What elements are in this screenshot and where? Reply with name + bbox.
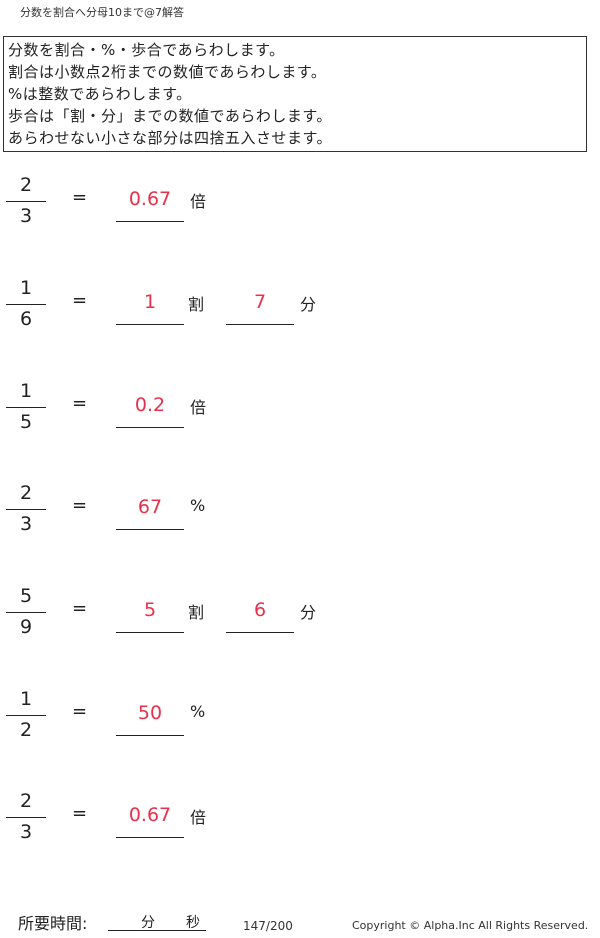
answer-line [116, 529, 184, 530]
worksheet-title: 分数を割合へ分母10まで@7解答 [20, 6, 184, 19]
instruction-line: あらわせない小さな部分は四捨五入させます。 [8, 129, 333, 147]
unit-label: 割 [188, 603, 205, 622]
time-taken-line [108, 930, 206, 931]
equals-sign: = [72, 495, 88, 516]
answer-line [116, 837, 184, 838]
problem-7: 2 3 = 0.67 倍 [0, 789, 600, 869]
equals-sign: = [72, 187, 88, 208]
answer-value: 5 [143, 599, 157, 621]
numerator: 2 [19, 482, 33, 504]
unit-label: 分 [300, 603, 317, 622]
answer-value: 6 [253, 599, 267, 621]
answer-value: 7 [253, 291, 267, 313]
answer-line [226, 324, 294, 325]
answer-value: 0.2 [134, 394, 166, 416]
answer-line [116, 632, 184, 633]
answer-value: 67 [137, 496, 163, 518]
instructions-box: 分数を割合・%・歩合であらわします。 割合は小数点2桁までの数値であらわします。… [3, 36, 587, 152]
problem-4: 2 3 = 67 % [0, 481, 600, 561]
problem-1: 2 3 = 0.67 倍 [0, 173, 600, 253]
fraction-bar [6, 304, 46, 305]
numerator: 1 [19, 277, 33, 299]
answer-value: 1 [143, 291, 157, 313]
instruction-line: 歩合は「割・分」までの数値であらわします。 [8, 107, 332, 125]
fraction-bar [6, 509, 46, 510]
numerator: 1 [19, 688, 33, 710]
equals-sign: = [72, 701, 88, 722]
numerator: 2 [19, 790, 33, 812]
unit-label: 倍 [190, 398, 207, 417]
answer-value: 50 [137, 702, 163, 724]
fraction-bar [6, 715, 46, 716]
fraction-bar [6, 817, 46, 818]
instruction-line: %は整数であらわします。 [8, 85, 192, 103]
answer-line [116, 427, 184, 428]
minutes-label: 分 [141, 915, 155, 931]
fraction-bar [6, 407, 46, 408]
denominator: 9 [19, 616, 33, 638]
unit-label: % [190, 496, 206, 515]
instruction-line: 分数を割合・%・歩合であらわします。 [8, 41, 285, 59]
unit-label: 倍 [190, 808, 207, 827]
denominator: 3 [19, 205, 33, 227]
unit-label: 分 [300, 295, 317, 314]
time-taken-label: 所要時間: [18, 914, 88, 933]
answer-line [116, 221, 184, 222]
equals-sign: = [72, 598, 88, 619]
problem-2: 1 6 = 1 割 7 分 [0, 276, 600, 356]
problem-6: 1 2 = 50 % [0, 687, 600, 767]
page-number: 147/200 [243, 919, 293, 933]
equals-sign: = [72, 393, 88, 414]
numerator: 5 [19, 585, 33, 607]
fraction-bar [6, 201, 46, 202]
denominator: 2 [19, 719, 33, 741]
unit-label: 割 [188, 295, 205, 314]
problem-3: 1 5 = 0.2 倍 [0, 379, 600, 459]
numerator: 2 [19, 174, 33, 196]
answer-value: 0.67 [128, 188, 172, 210]
denominator: 3 [19, 513, 33, 535]
equals-sign: = [72, 803, 88, 824]
equals-sign: = [72, 290, 88, 311]
copyright-notice: Copyright © Alpha.Inc All Rights Reserve… [352, 919, 589, 932]
denominator: 3 [19, 821, 33, 843]
answer-line [226, 632, 294, 633]
answer-line [116, 735, 184, 736]
fraction-bar [6, 612, 46, 613]
instruction-line: 割合は小数点2桁までの数値であらわします。 [8, 63, 327, 81]
denominator: 5 [19, 411, 33, 433]
unit-label: 倍 [190, 192, 207, 211]
seconds-label: 秒 [186, 915, 200, 931]
answer-value: 0.67 [128, 804, 172, 826]
denominator: 6 [19, 308, 33, 330]
problem-5: 5 9 = 5 割 6 分 [0, 584, 600, 664]
numerator: 1 [19, 380, 33, 402]
answer-line [116, 324, 184, 325]
unit-label: % [190, 702, 206, 721]
